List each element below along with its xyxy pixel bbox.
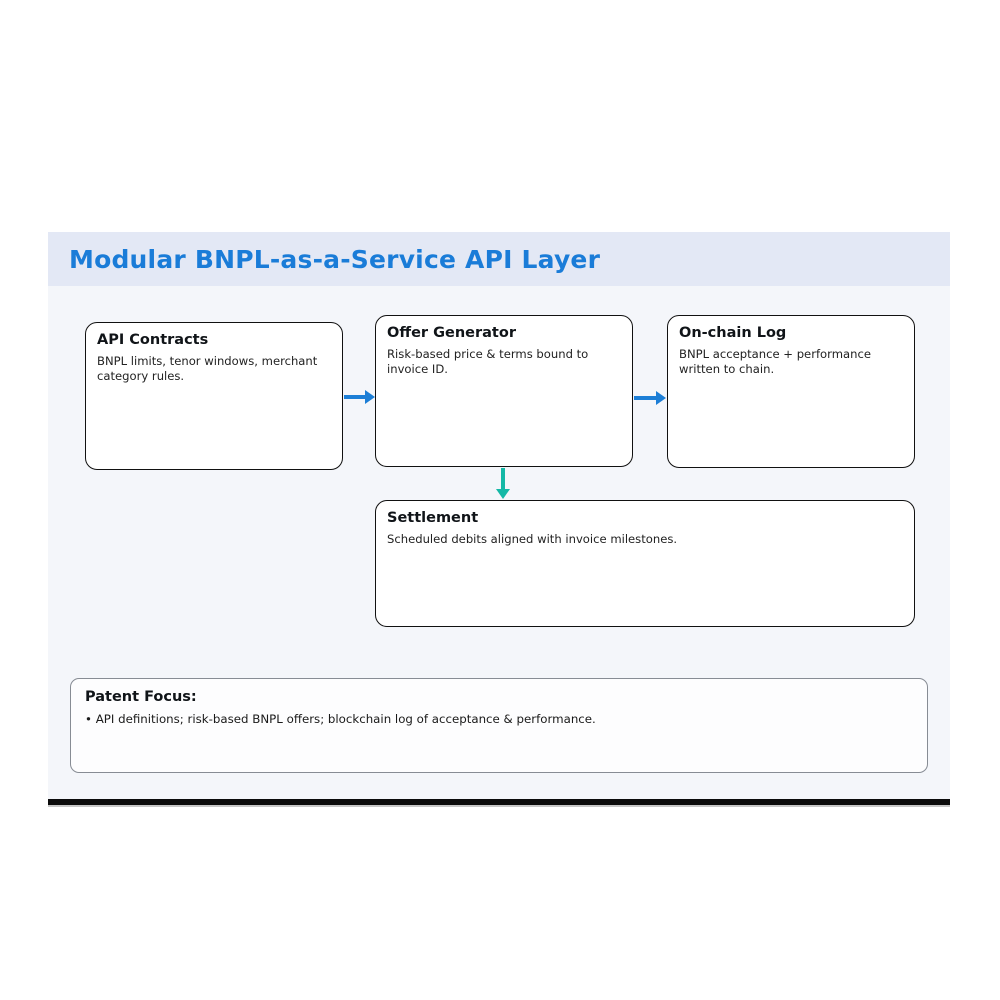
node-title: Settlement — [387, 510, 479, 526]
arrow-right-icon — [634, 391, 666, 405]
page-title: Modular BNPL-as-a-Service API Layer — [69, 244, 601, 274]
arrow-head — [496, 489, 510, 499]
arrow-right-icon — [344, 390, 375, 404]
node-body: Scheduled debits aligned with invoice mi… — [387, 532, 678, 546]
node-title: On-chain Log — [679, 325, 787, 341]
arrow-shaft — [501, 468, 505, 489]
node-body: BNPL acceptance + performance written to… — [679, 347, 871, 376]
node-offer-generator: Offer Generator Risk-based price & terms… — [375, 315, 633, 467]
node-api-contracts: API Contracts BNPL limits, tenor windows… — [85, 322, 343, 470]
panel-header: Modular BNPL-as-a-Service API Layer — [48, 232, 950, 286]
node-body: BNPL limits, tenor windows, merchant cat… — [97, 354, 318, 383]
patent-focus-bullet: • API definitions; risk-based BNPL offer… — [85, 712, 596, 726]
arrow-shaft — [344, 395, 365, 399]
patent-focus-title: Patent Focus: — [85, 689, 197, 705]
node-settlement: Settlement Scheduled debits aligned with… — [375, 500, 915, 627]
node-title: API Contracts — [97, 332, 209, 348]
node-title: Offer Generator — [387, 325, 516, 341]
arrow-head — [365, 390, 375, 404]
arrow-down-icon — [496, 468, 510, 499]
patent-focus-box: Patent Focus: • API definitions; risk-ba… — [70, 678, 928, 773]
node-body: Risk-based price & terms bound to invoic… — [387, 347, 589, 376]
bottom-divider-bar — [48, 799, 950, 805]
node-on-chain-log: On-chain Log BNPL acceptance + performan… — [667, 315, 915, 468]
arrow-head — [656, 391, 666, 405]
arrow-shaft — [634, 396, 656, 400]
